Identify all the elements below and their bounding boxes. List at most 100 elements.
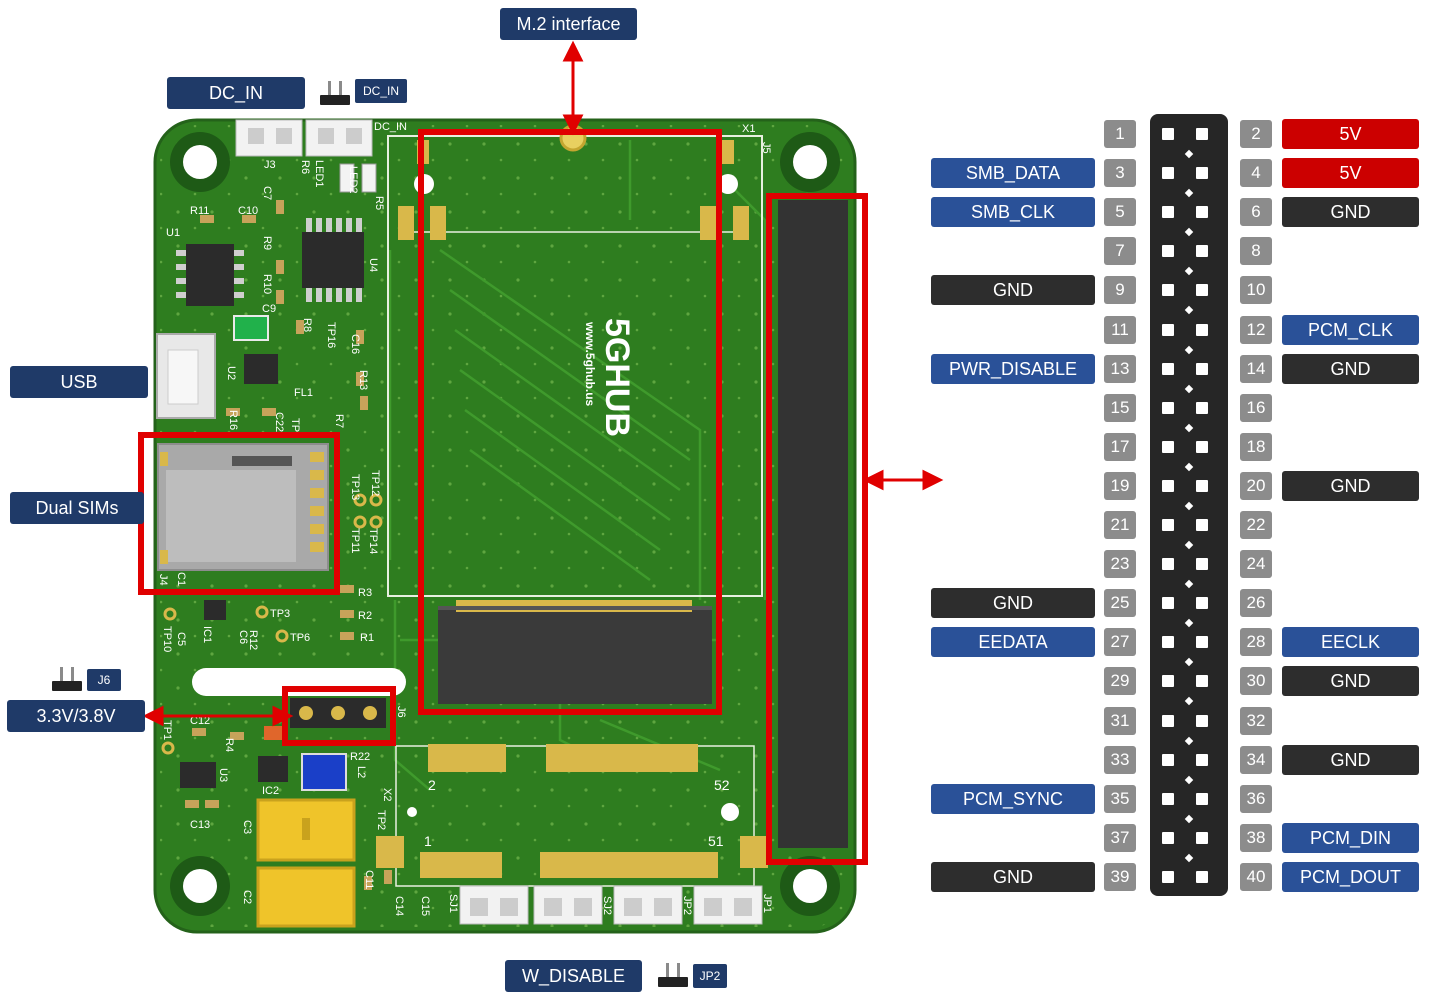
pin-number-left: 19: [1104, 472, 1136, 500]
silk-r11: R11: [190, 205, 209, 217]
header-separator-dot: [1184, 149, 1194, 159]
tag-dc-in: DC_IN: [355, 79, 407, 103]
silk-ic1: IC1: [201, 626, 213, 643]
header-pin: [1162, 324, 1174, 336]
header-separator-dot: [1184, 814, 1194, 824]
pin-number-left: 21: [1104, 511, 1136, 539]
silk-tp6: TP6: [290, 632, 310, 644]
header-pin: [1196, 754, 1208, 766]
silk-fl1: FL1: [294, 387, 313, 399]
socket-pin-51: 51: [708, 833, 724, 849]
header-pin: [1162, 167, 1174, 179]
pin-label-right: 5V: [1282, 119, 1419, 149]
pin-number-right: 2: [1240, 120, 1272, 148]
pin-label-right: GND: [1282, 471, 1419, 501]
header-pin: [1196, 167, 1208, 179]
header-pin: [1162, 754, 1174, 766]
silk-x1: X1: [742, 123, 755, 135]
gpio-header-pinout-strip: [1150, 114, 1228, 896]
tantalum-capacitors: [256, 798, 356, 928]
pin-number-right: 36: [1240, 785, 1272, 813]
silk-j5: J5: [760, 142, 772, 154]
pin-label-right: GND: [1282, 745, 1419, 775]
header-pin: [1196, 597, 1208, 609]
pin-number-right: 10: [1240, 276, 1272, 304]
highlight-gpio-header: [766, 193, 868, 865]
header-separator-dot: [1184, 579, 1194, 589]
pin-number-left: 27: [1104, 628, 1136, 656]
header-separator-dot: [1184, 227, 1194, 237]
pin-number-left: 29: [1104, 667, 1136, 695]
silk-c12: C12: [190, 715, 210, 727]
pin-number-right: 34: [1240, 746, 1272, 774]
silk-u1: U1: [166, 227, 180, 239]
pin-number-left: 39: [1104, 863, 1136, 891]
silk-tp11: TP11: [349, 528, 361, 553]
mounting-holes: [170, 132, 840, 916]
silk-tp10: TP10: [161, 626, 173, 652]
header-pin: [1196, 636, 1208, 648]
header-pin: [1162, 715, 1174, 727]
sim-holder: [157, 443, 329, 571]
silk-r9: R9: [261, 236, 273, 250]
header-pin: [1162, 597, 1174, 609]
header-separator-dot: [1184, 775, 1194, 785]
header-separator-dot: [1184, 188, 1194, 198]
pin-label-right: PCM_DIN: [1282, 823, 1419, 853]
silk-c1: C1: [175, 572, 187, 586]
silk-c15: C15: [419, 896, 431, 916]
silk-sj2: SJ2: [601, 896, 613, 915]
silk-led2: LED2: [347, 166, 359, 194]
callout-dual-sims: Dual SIMs: [10, 492, 144, 524]
pin-label-right: PCM_DOUT: [1282, 862, 1419, 892]
pin-number-right: 26: [1240, 589, 1272, 617]
silk-c3: C3: [241, 820, 253, 834]
header-separator-dot: [1184, 696, 1194, 706]
silk-ic2: IC2: [262, 785, 279, 797]
header-separator-dot: [1184, 345, 1194, 355]
silk-tp: TP: [289, 418, 301, 432]
header-pin: [1162, 284, 1174, 296]
silk-tp16: TP16: [325, 322, 337, 348]
socket-pin-52: 52: [714, 777, 730, 793]
header-pin: [1196, 324, 1208, 336]
pin-number-right: 4: [1240, 159, 1272, 187]
silk-c9: C9: [262, 303, 276, 315]
header-separator-dot: [1184, 384, 1194, 394]
silk-c22: C22: [273, 412, 285, 432]
callout-m2-interface: M.2 interface: [500, 8, 637, 40]
pin-label-left: SMB_DATA: [931, 158, 1095, 188]
silk-tp1: TP1: [161, 720, 173, 740]
header-separator-dot: [1184, 540, 1194, 550]
pin-number-right: 32: [1240, 707, 1272, 735]
silk-r10: R10: [261, 274, 273, 294]
silk-l2: L2: [355, 766, 367, 778]
tag-jp2: JP2: [693, 964, 727, 988]
dc-in-jumper-icon: [320, 81, 350, 105]
silk-c2: C2: [241, 890, 253, 904]
pin-label-left: GND: [931, 862, 1095, 892]
silk-c7: C7: [261, 186, 273, 200]
pin-label-left: PWR_DISABLE: [931, 354, 1095, 384]
pin-label-left: EEDATA: [931, 627, 1095, 657]
silk-u3: U3: [217, 768, 229, 782]
header-pin: [1162, 636, 1174, 648]
silk-c16: C16: [349, 334, 361, 354]
header-pin: [1162, 402, 1174, 414]
header-pin: [1162, 206, 1174, 218]
silk-c10: C10: [238, 205, 258, 217]
silk-tp14: TP14: [367, 528, 379, 554]
pin-number-left: 5: [1104, 198, 1136, 226]
header-pin: [1196, 363, 1208, 375]
socket-pin-1: 1: [424, 833, 432, 849]
pin-number-right: 20: [1240, 472, 1272, 500]
